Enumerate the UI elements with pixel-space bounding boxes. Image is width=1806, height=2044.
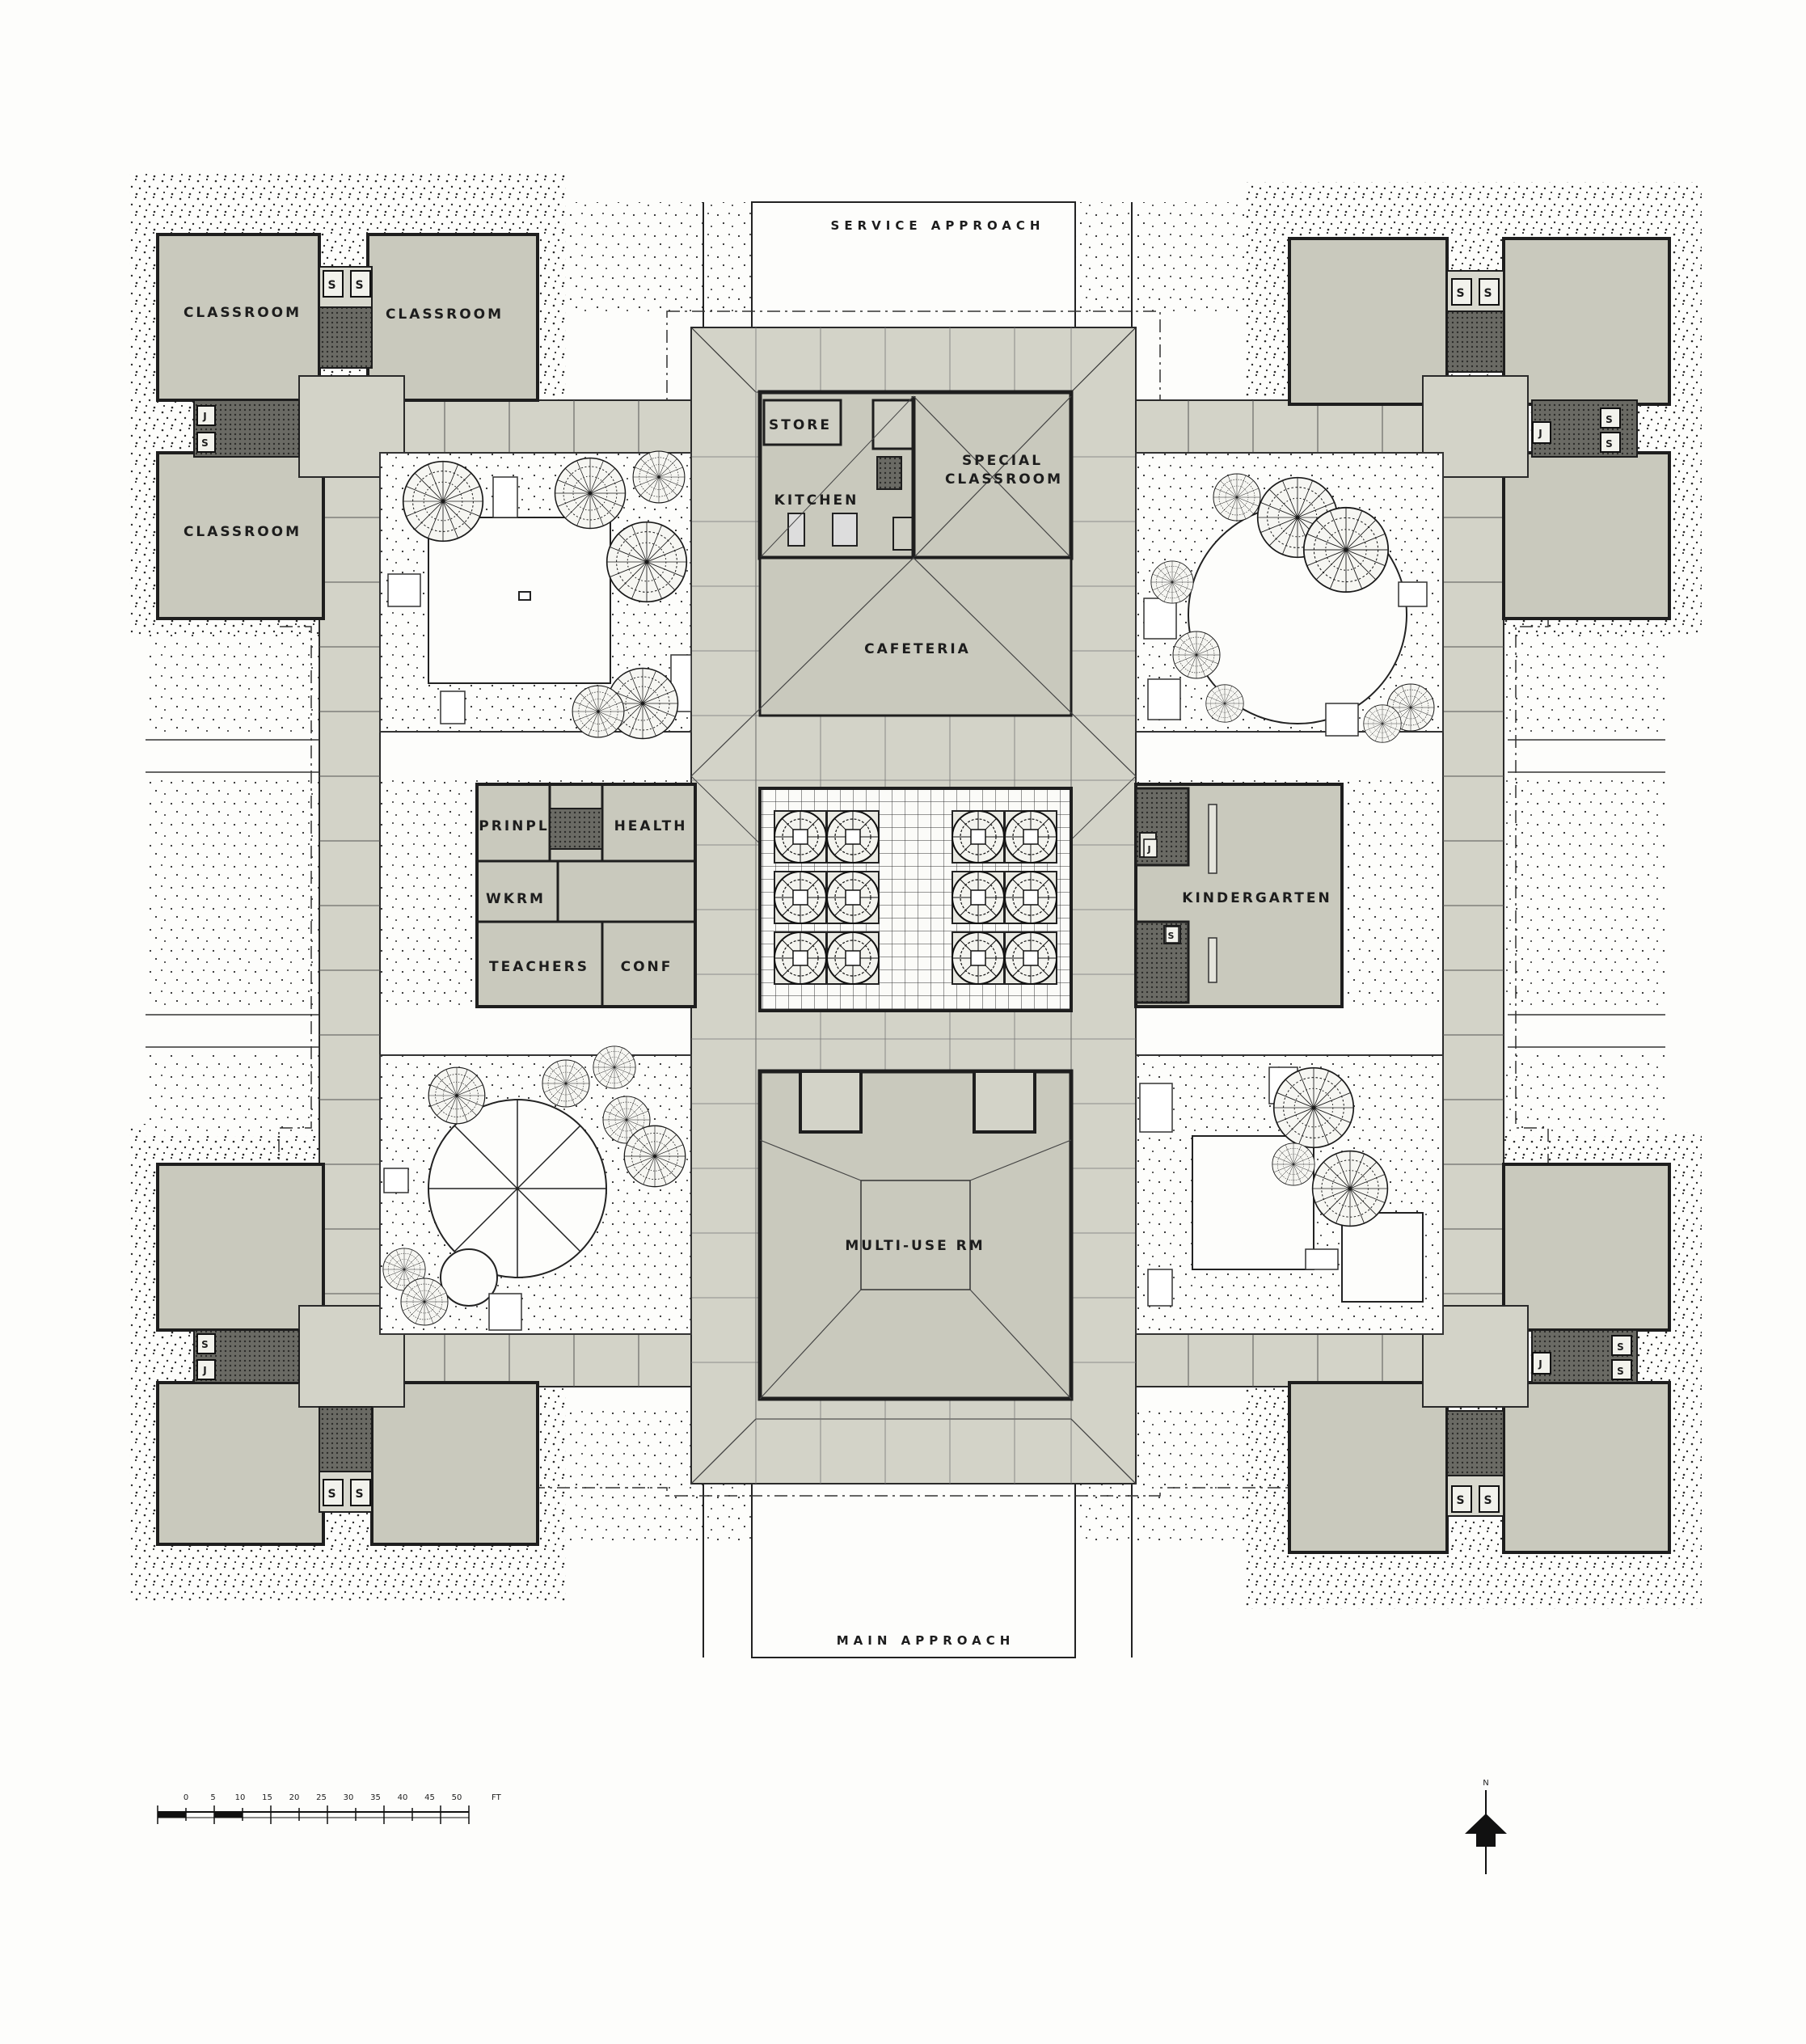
health-label: HEALTH (614, 818, 688, 834)
kindergarten (1134, 783, 1344, 1008)
north-arrow: N (1465, 1779, 1507, 1874)
classroom-label-nw-2: CLASSROOM (386, 306, 504, 323)
special-classroom-label-2: CLASSROOM (945, 471, 1063, 488)
nw-toilets: S S J S (196, 270, 371, 453)
j-mark: J (1538, 428, 1544, 439)
s-mark: S (201, 437, 211, 449)
cafeteria (690, 556, 1137, 995)
s-mark: S (327, 1488, 338, 1501)
scale-tick-label: 45 (424, 1793, 435, 1802)
kitchen-cluster (757, 390, 1074, 560)
s-mark: S (1617, 1366, 1627, 1377)
s-mark: S (1456, 1494, 1466, 1507)
s-mark: S (1483, 287, 1494, 300)
special-classroom-label-1: SPECIAL (962, 453, 1043, 469)
kitchen-label: KITCHEN (774, 492, 859, 509)
se-toilets: J S S S S (1451, 1335, 1632, 1513)
labels: SERVICE APPROACH MAIN APPROACH CLASSROOM… (184, 218, 1331, 1648)
s-mark: S (355, 1488, 365, 1501)
sw-toilets: S J S S (196, 1333, 371, 1506)
conference-label: CONF (621, 959, 673, 975)
walkways (146, 739, 1665, 1048)
courtyards (379, 450, 1444, 1335)
main-approach-label: MAIN APPROACH (837, 1633, 1015, 1648)
s-mark: S (1483, 1494, 1494, 1507)
toilet-cores (193, 266, 1638, 1517)
admin-block (475, 783, 697, 1008)
j-mark: J (1146, 844, 1153, 855)
scale-tick-label: 30 (344, 1793, 354, 1802)
s-mark: S (327, 279, 338, 292)
multi-use-room (690, 1069, 1137, 1484)
s-mark: S (201, 1339, 211, 1350)
classroom-label-nw-1: CLASSROOM (184, 305, 302, 321)
j-mark: J (202, 411, 209, 422)
ne-toilets: S S J S S (1451, 278, 1621, 453)
s-mark: S (355, 279, 365, 292)
north-label: N (1483, 1779, 1488, 1788)
scale-tick-label: 25 (316, 1793, 327, 1802)
multi-use-label: MULTI-USE RM (845, 1238, 985, 1254)
scale-tick-label: 0 (184, 1793, 188, 1802)
kindergarten-label: KINDERGARTEN (1182, 890, 1331, 906)
scale-tick-label: 20 (289, 1793, 300, 1802)
j-mark: J (1538, 1358, 1544, 1370)
workroom-label: WKRM (486, 891, 546, 907)
s-mark: S (1168, 931, 1177, 941)
planter-court (758, 787, 1073, 1012)
admin-kindergarten-toilets: J S (1143, 838, 1179, 944)
scale-tick-label: 10 (235, 1793, 246, 1802)
north-arrow-icon (1465, 1814, 1507, 1847)
scale-tick-label: 15 (262, 1793, 272, 1802)
scale-tick-label: 35 (370, 1793, 381, 1802)
scale-tick-label: 40 (398, 1793, 408, 1802)
s-mark: S (1606, 414, 1615, 425)
scale-tick-label: 5 (210, 1793, 215, 1802)
scale-unit: FT (492, 1793, 502, 1802)
j-mark: J (202, 1365, 209, 1376)
classroom-pods (156, 233, 1671, 1554)
service-approach-label: SERVICE APPROACH (831, 218, 1045, 233)
cafeteria-label: CAFETERIA (864, 641, 971, 657)
roof-outline (278, 310, 1549, 1497)
s-mark: S (1617, 1341, 1627, 1353)
scale-tick-labels: 0 5 10 15 20 25 30 35 40 45 50 (184, 1793, 462, 1802)
classroom-label-nw-3: CLASSROOM (184, 524, 302, 540)
teachers-label: TEACHERS (489, 959, 589, 975)
s-mark: S (1606, 438, 1615, 450)
scale-bar: 0 5 10 15 20 25 30 35 40 45 50 FT (157, 1793, 502, 1824)
scale-tick-label: 50 (452, 1793, 462, 1802)
s-mark: S (1456, 287, 1466, 300)
principal-label: PRINPL (479, 818, 549, 834)
store-label: STORE (769, 417, 832, 433)
toilet-markers: S S J S S S J S S S J S (196, 270, 1632, 1513)
